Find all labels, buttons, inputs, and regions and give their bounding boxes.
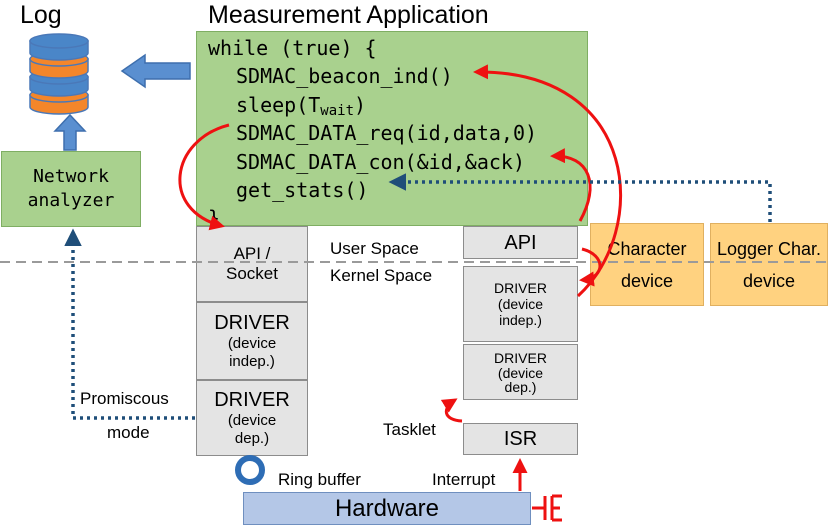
right-driver-dep-box: DRIVER (device dep.) (463, 344, 578, 400)
network-analyzer-line2: analyzer (27, 190, 115, 211)
database-icon (29, 33, 89, 115)
tasklet-arrow-icon (440, 398, 463, 423)
ring-buffer-label: Ring buffer (278, 470, 361, 489)
character-device-line1: Character (607, 238, 687, 259)
data-req-call-arrow-icon (178, 123, 230, 231)
measurement-application-box (196, 31, 588, 226)
api-driver-loop-arrow-icon (579, 247, 602, 287)
interrupt-label: Interrupt (432, 470, 496, 489)
isr-box: ISR (463, 423, 578, 455)
right-driver-dep-line2: dep.) (504, 379, 537, 396)
right-driver-indep-line2: indep.) (499, 312, 542, 329)
ring-buffer-icon (235, 455, 265, 485)
left-driver-dep-line2: dep.) (234, 430, 270, 447)
code-line-while: while (true) { (208, 36, 377, 60)
promiscous-dotted-arrow-icon (64, 228, 195, 420)
left-driver-dep-line1: (device (227, 412, 277, 430)
right-driver-dep-title: DRIVER (494, 349, 547, 366)
left-driver-indep-box: DRIVER (device indep.) (196, 302, 308, 380)
kernel-space-label: Kernel Space (330, 266, 433, 285)
left-driver-indep-line1: (device (227, 335, 277, 353)
application-title: Measurement Application (208, 1, 489, 29)
code-sleep-prefix: sleep(T (236, 92, 321, 117)
beacon-ind-arrow-icon (473, 64, 623, 298)
logger-char-device-box: Logger Char. device (710, 223, 828, 306)
code-line-data-req: SDMAC_DATA_req(id,data,0) (236, 121, 538, 146)
right-driver-indep-title: DRIVER (494, 279, 547, 296)
left-driver-indep-line2: indep.) (229, 353, 275, 370)
left-driver-dep-box: DRIVER (device dep.) (196, 380, 308, 456)
right-driver-indep-line1: (device (497, 295, 544, 312)
tasklet-label: Tasklet (383, 420, 436, 439)
data-con-return-arrow-icon (550, 148, 592, 222)
right-api-box: API (463, 226, 578, 259)
logger-device-line1: Logger Char. (716, 238, 822, 259)
network-analyzer-box: Network analyzer (1, 151, 141, 227)
network-analyzer-line1: Network (33, 166, 109, 187)
api-socket-line2: Socket (226, 264, 278, 283)
code-sleep-suffix: ) (354, 92, 367, 117)
character-device-line2: device (620, 270, 674, 291)
hardware-box: Hardware (243, 492, 531, 525)
code-sleep-subscript: wait (320, 102, 355, 119)
code-line-sleep: sleep(Twait) (208, 91, 537, 119)
analyzer-to-log-arrow-icon (53, 113, 87, 151)
right-driver-dep-line1: (device (497, 365, 544, 382)
log-title: Log (20, 1, 62, 29)
code-line-beacon-ind: SDMAC_beacon_ind() (236, 64, 453, 89)
character-device-box: Character device (590, 223, 704, 306)
api-socket-line1: API / (233, 243, 271, 263)
mode-label: mode (107, 423, 150, 442)
left-driver-indep-title: DRIVER (214, 312, 290, 335)
logger-device-line2: device (742, 270, 796, 291)
code-line-get-stats: get_stats() (236, 178, 369, 203)
user-space-label: User Space (330, 239, 419, 258)
app-to-log-arrow-icon (120, 53, 191, 89)
api-socket-box: API / Socket (196, 226, 308, 302)
right-driver-indep-box: DRIVER (device indep.) (463, 266, 578, 342)
antenna-icon (532, 494, 562, 522)
promiscous-label: Promiscous (80, 389, 169, 408)
left-driver-dep-title: DRIVER (214, 389, 290, 412)
code-line-data-con: SDMAC_DATA_con(&id,&ack) (236, 149, 525, 174)
